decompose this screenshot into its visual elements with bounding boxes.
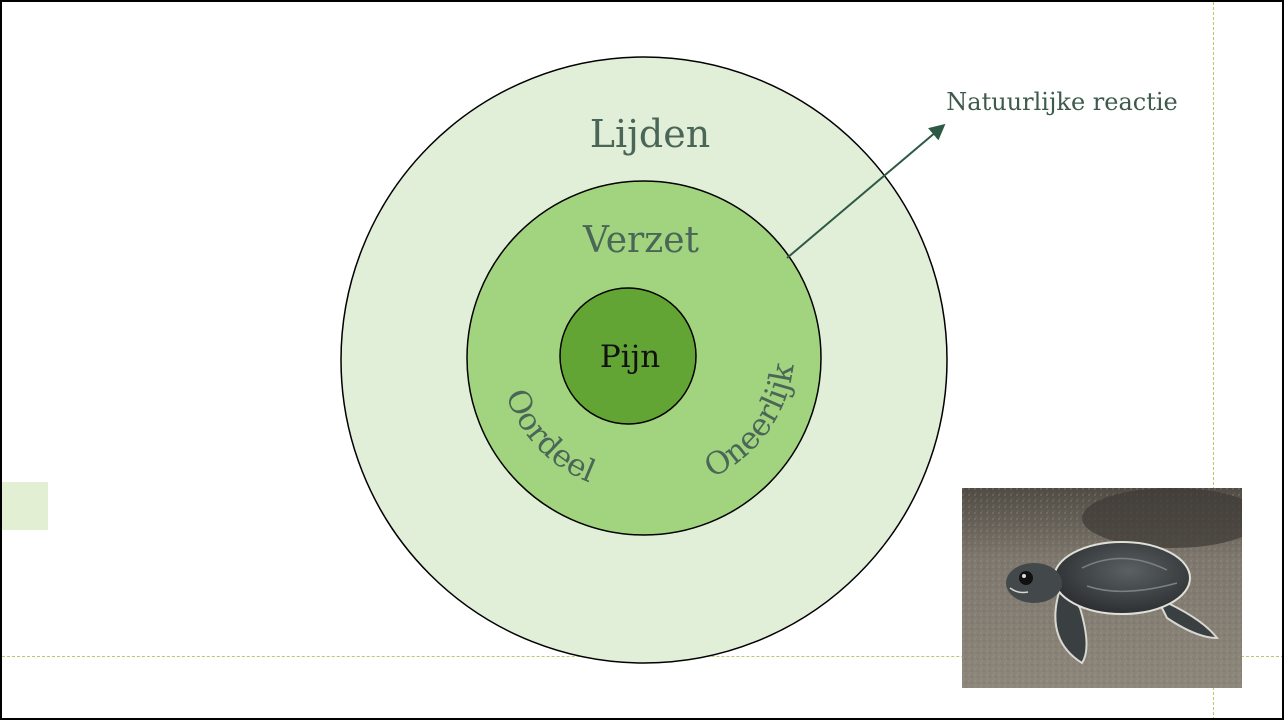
inner-label: Pijn [600, 339, 660, 375]
callout-label: Natuurlijke reactie [946, 88, 1177, 116]
vertical-guide-line [1213, 2, 1214, 718]
accent-square [2, 482, 48, 530]
inner-circle-pain [559, 287, 697, 425]
middle-label: Verzet [582, 220, 699, 261]
callout-arrow [786, 123, 946, 259]
turtle-photo-image [962, 488, 1242, 688]
turtle-photo [962, 488, 1242, 688]
outer-label: Lijden [590, 112, 710, 156]
